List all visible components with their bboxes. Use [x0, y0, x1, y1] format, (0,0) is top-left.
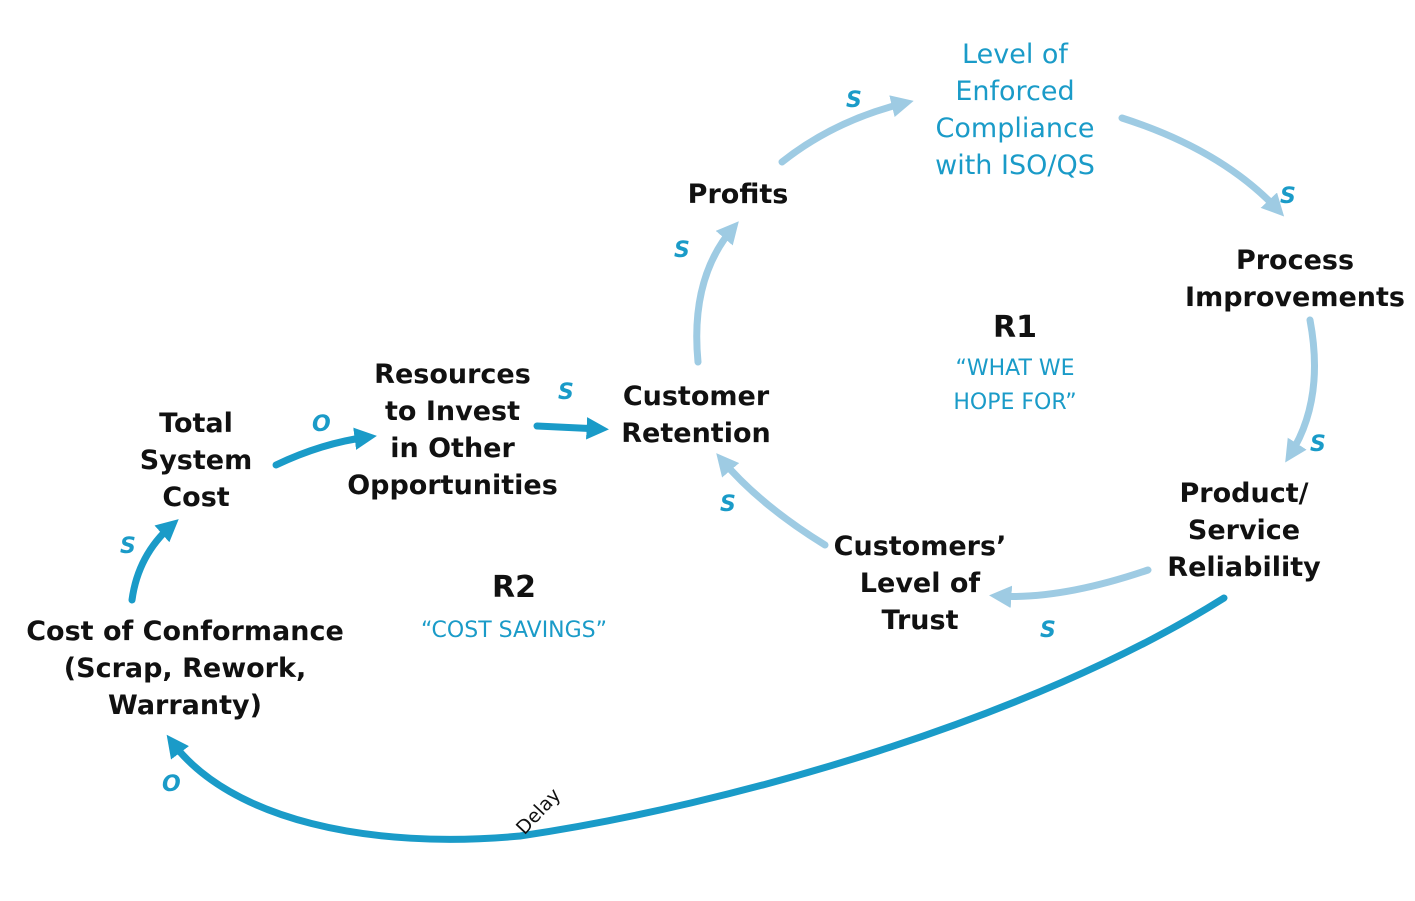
polarity-conformance-to-total: S: [120, 534, 136, 559]
node-line: Cost: [162, 482, 230, 513]
node-cost-of-conformance: Cost of Conformance (Scrap, Rework, Warr…: [10, 613, 360, 724]
loop-subtitle-line: HOPE FOR”: [953, 390, 1077, 415]
node-total-system-cost: Total System Cost: [126, 405, 266, 516]
polarity-profits-to-compliance: S: [846, 88, 862, 113]
link-profits-to-compliance: [778, 95, 914, 166]
node-line: Warranty): [108, 690, 262, 721]
polarity-retention-to-profits: S: [674, 238, 690, 263]
node-line: in Other: [390, 433, 515, 464]
link-process-to-reliability: [1285, 316, 1318, 463]
link-total-to-resources: [272, 427, 377, 469]
node-process-improvements: Process Improvements: [1180, 242, 1410, 316]
polarity-total-to-resources: O: [312, 412, 331, 437]
loop-subtitle-line: “WHAT WE: [955, 356, 1075, 381]
loop-r2-label: R2: [492, 570, 536, 605]
node-line: Product/: [1179, 478, 1309, 509]
loop-r2-subtitle: “COST SAVINGS”: [400, 614, 628, 648]
link-reliability-to-conformance: [166, 594, 1228, 843]
polarity-resources-to-retention: S: [558, 380, 574, 405]
polarity-trust-to-retention: S: [720, 492, 736, 517]
loop-r1-label: R1: [993, 310, 1037, 345]
loop-subtitle-line: “COST SAVINGS”: [420, 618, 608, 643]
node-line: Level of: [859, 568, 981, 599]
node-customers-level-of-trust: Customers’ Level of Trust: [820, 528, 1020, 639]
node-line: with ISO/QS: [935, 150, 1095, 181]
node-line: Total: [159, 408, 233, 439]
node-line: Customers’: [833, 531, 1007, 562]
node-line: Enforced: [955, 76, 1075, 107]
node-line: Trust: [881, 605, 959, 636]
node-product-service-reliability: Product/ Service Reliability: [1155, 475, 1333, 586]
polarity-compliance-to-process: S: [1280, 184, 1296, 209]
polarity-reliability-to-trust: S: [1040, 618, 1056, 643]
node-line: Retention: [621, 418, 771, 449]
node-line: Customer: [622, 381, 770, 412]
link-compliance-to-process: [1118, 114, 1285, 217]
node-line: Opportunities: [347, 470, 558, 501]
link-retention-to-profits: [693, 221, 739, 366]
node-line: Cost of Conformance: [26, 616, 344, 647]
link-conformance-to-total: [128, 519, 179, 604]
loop-r1-subtitle: “WHAT WE HOPE FOR”: [930, 352, 1100, 420]
node-level-enforced-compliance: Level of Enforced Compliance with ISO/QS: [905, 36, 1125, 184]
node-resources-to-invest: Resources to Invest in Other Opportuniti…: [335, 356, 570, 504]
node-line: Reliability: [1167, 552, 1321, 583]
node-line: Improvements: [1185, 282, 1405, 313]
node-line: Profits: [687, 179, 789, 210]
node-line: (Scrap, Rework,: [63, 653, 307, 684]
node-line: Resources: [374, 359, 531, 390]
polarity-process-to-reliability: S: [1310, 432, 1326, 457]
node-line: Process: [1235, 245, 1355, 276]
node-line: Compliance: [935, 113, 1095, 144]
node-profits: Profits: [668, 176, 808, 213]
node-line: to Invest: [384, 396, 520, 427]
node-line: Service: [1187, 515, 1301, 546]
link-resources-to-retention: [533, 417, 609, 440]
node-customer-retention: Customer Retention: [602, 378, 790, 452]
link-trust-to-retention: [716, 453, 829, 549]
node-line: Level of: [962, 39, 1068, 70]
polarity-reliability-to-conformance: O: [162, 772, 181, 797]
link-reliability-to-trust: [989, 566, 1152, 609]
node-line: System: [139, 445, 253, 476]
